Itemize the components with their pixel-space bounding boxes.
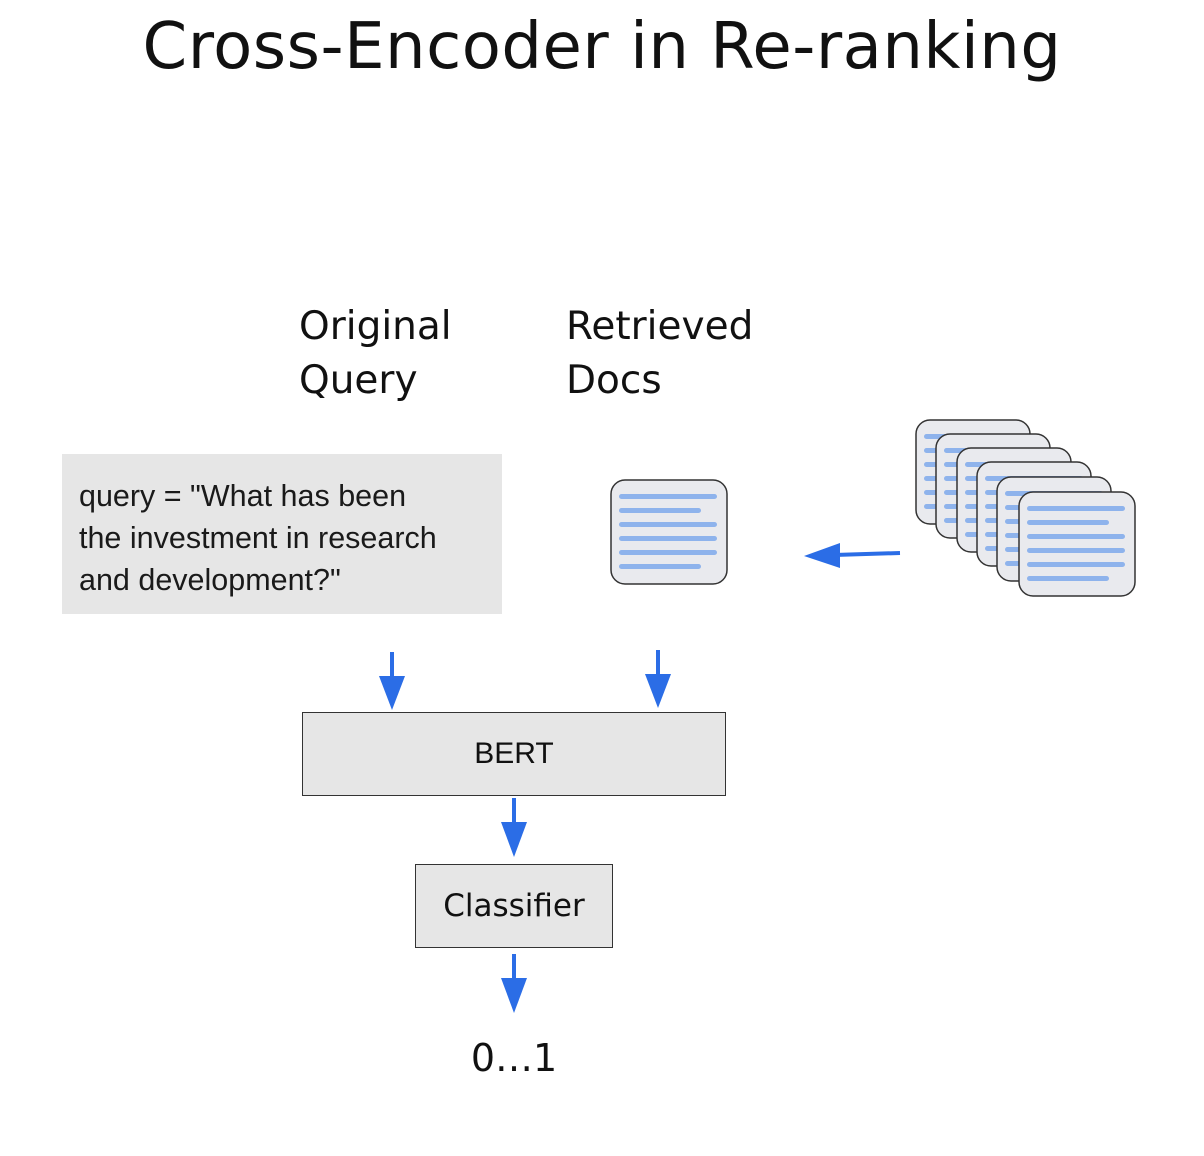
arrow-doc-to-bert [645, 650, 671, 708]
classifier-label: Classifier [443, 888, 585, 924]
arrow-stack-to-doc [804, 543, 901, 568]
output-range-label: 0…1 [470, 1036, 558, 1080]
original-query-label: Original Query [299, 300, 452, 408]
original-query-label-line2: Query [299, 358, 418, 403]
classifier-box: Classifier [415, 864, 613, 948]
retrieved-docs-label-line1: Retrieved [566, 304, 754, 349]
arrow-classifier-to-output [501, 954, 527, 1013]
document-icon [610, 479, 728, 585]
arrow-bert-to-classifier [501, 798, 527, 857]
original-query-label-line1: Original [299, 304, 452, 349]
query-box: query = "What has been the investment in… [62, 454, 502, 614]
bert-label: BERT [474, 737, 554, 770]
retrieved-docs-label: Retrieved Docs [566, 300, 753, 408]
arrow-query-to-bert [379, 652, 405, 710]
document-stack-icon [915, 419, 1136, 597]
retrieved-docs-label-line2: Docs [566, 358, 662, 403]
query-text-line3: and development?" [79, 563, 341, 597]
bert-box: BERT [302, 712, 726, 796]
query-text-line2: the investment in research [79, 521, 437, 555]
query-text-line1: query = "What has been [79, 479, 407, 513]
diagram-title: Cross-Encoder in Re-ranking [142, 10, 1062, 84]
